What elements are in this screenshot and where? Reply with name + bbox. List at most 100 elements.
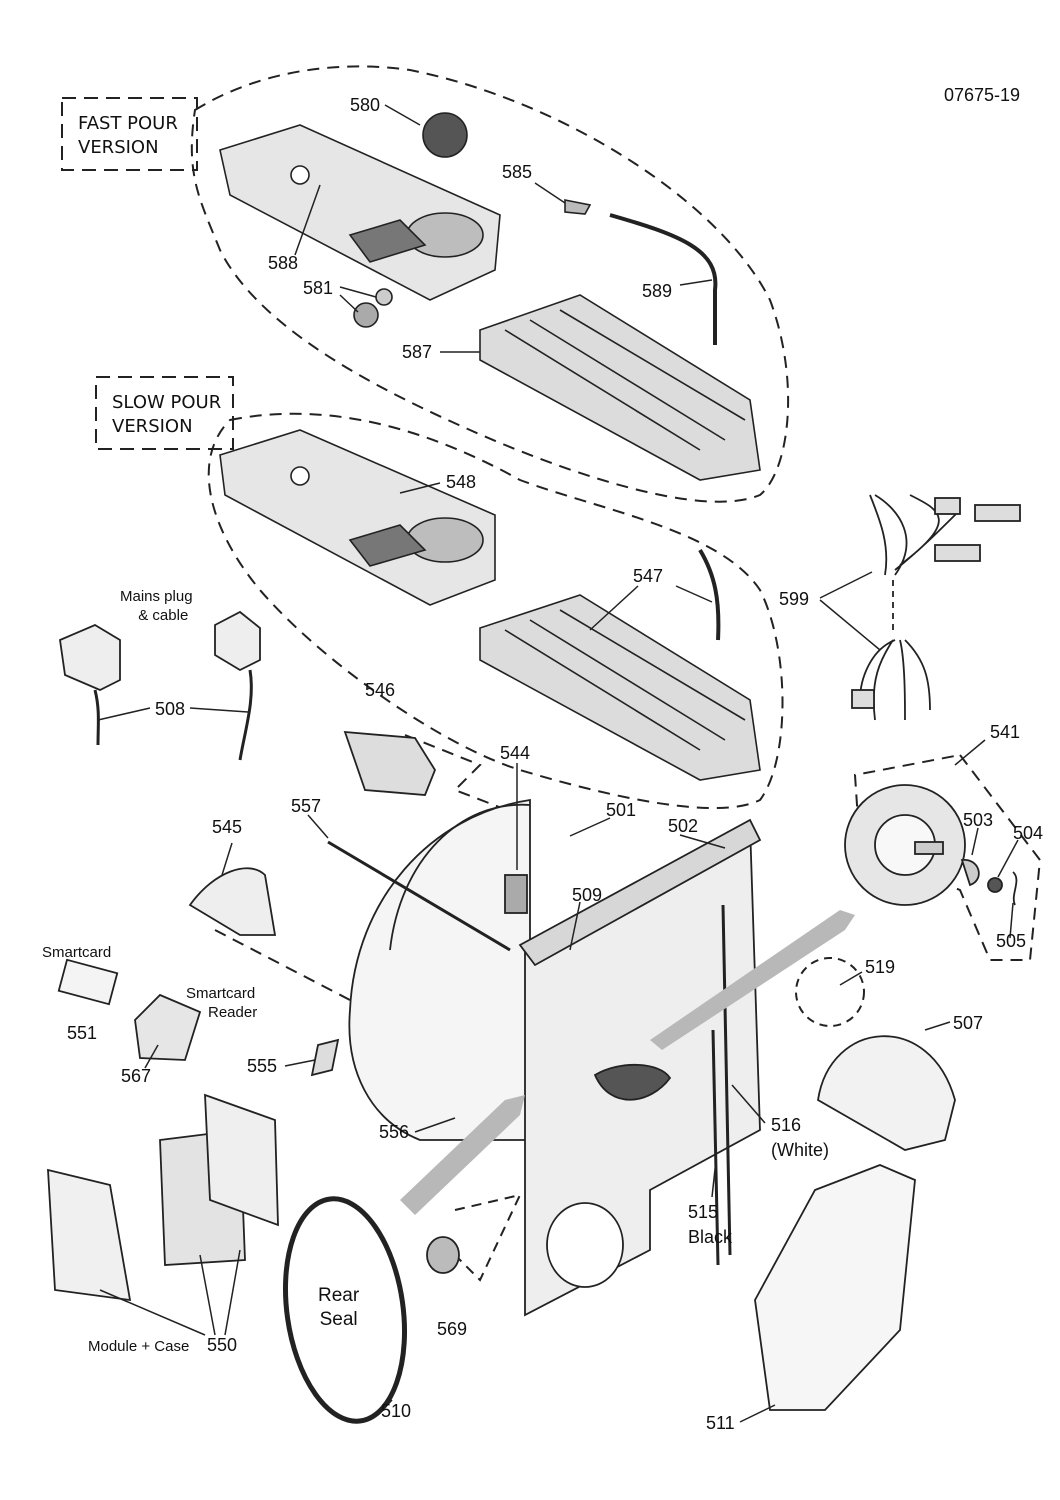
- harness-plug-3: [934, 544, 981, 562]
- leader-502: [679, 834, 726, 849]
- part-label-510: 510: [381, 1401, 412, 1421]
- part-546-cover: [343, 730, 437, 796]
- part-550-frame: [204, 1093, 279, 1227]
- rod-516: [721, 904, 732, 1256]
- leader-509: [569, 901, 581, 951]
- leader-501: [569, 817, 611, 837]
- drawing-reference: 07675-19: [944, 85, 1021, 105]
- leader-504: [997, 839, 1019, 878]
- mains-line1: Mains plug: [120, 588, 193, 605]
- part-544-bracket: [504, 874, 528, 914]
- part-567-reader: [134, 993, 202, 1061]
- part-label-556: 556: [379, 1122, 410, 1142]
- part-507-grille: [817, 1035, 956, 1151]
- part-510-rear-seal: [282, 1196, 408, 1424]
- part-label-541: 541: [990, 722, 1021, 742]
- slow-pour-line1: SLOW POUR: [112, 392, 222, 413]
- detergent-drawer-slow: [219, 429, 496, 606]
- leader-507: [924, 1021, 951, 1031]
- part-label-589: 589: [642, 281, 673, 301]
- leader-519: [839, 971, 863, 986]
- leader-555: [284, 1059, 316, 1067]
- leader-515: [711, 1159, 717, 1198]
- part-label-547: 547: [633, 566, 664, 586]
- motor-group-outline: [853, 753, 1042, 961]
- leader-547: [589, 585, 713, 631]
- part-547-hose: [698, 548, 721, 641]
- mains-cable-left: [93, 689, 100, 746]
- slow-pour-group-outline: [207, 412, 784, 809]
- part-569-pulley: [426, 1236, 460, 1274]
- part-505-hook: [1012, 871, 1018, 906]
- harness-plug-2: [974, 504, 1021, 522]
- leader-503: [971, 827, 979, 856]
- leader-511: [739, 1404, 776, 1423]
- harness-plug-4: [851, 689, 875, 709]
- leader-557: [307, 814, 329, 839]
- part-label-545: 545: [212, 817, 243, 837]
- part-589-hose: [609, 213, 718, 345]
- harness-plug-1: [934, 497, 961, 515]
- smartcard-dash: [214, 929, 351, 1001]
- part-511-duct: [754, 1164, 916, 1411]
- reader-line2: Reader: [208, 1003, 258, 1021]
- mains-cable-right: [238, 669, 253, 761]
- drawer-hole-fast: [290, 165, 310, 185]
- leader-548: [399, 482, 441, 494]
- part-581-knob: [353, 302, 379, 328]
- part-label-551: 551: [67, 1023, 98, 1043]
- part-label-569: 569: [437, 1319, 468, 1339]
- module-case-caption: Module + Case: [88, 1338, 190, 1355]
- back-panel-top: [518, 818, 762, 967]
- fast-pour-version-label: FAST POUR VERSION: [78, 112, 178, 161]
- leader-585: [534, 182, 566, 204]
- leader-508: [97, 707, 249, 721]
- part-label-503: 503: [963, 810, 994, 830]
- fast-pour-version-box: [61, 97, 198, 171]
- part-label-515: 515: [688, 1202, 719, 1222]
- part-label-581: 581: [303, 278, 334, 298]
- part-label-544: 544: [500, 743, 531, 763]
- part-label-599: 599: [779, 589, 810, 609]
- leader-545: [221, 842, 233, 876]
- part-503-washer: [960, 859, 980, 887]
- part-545-cover: [188, 867, 277, 936]
- part-555-strip: [310, 1038, 340, 1077]
- white-caption: (White): [771, 1140, 829, 1160]
- rear-seal-line1: Rear: [318, 1285, 360, 1306]
- part-label-507: 507: [953, 1013, 984, 1033]
- drawer-grill-fast: [348, 219, 427, 263]
- drawer-housing-fast: [479, 294, 761, 481]
- leader-567: [144, 1044, 159, 1069]
- mains-plug-caption: Mains plug & cable: [120, 588, 193, 626]
- part-label-567: 567: [121, 1066, 152, 1086]
- wiring-harness-bottom: [859, 639, 931, 721]
- part-label-548: 548: [446, 472, 477, 492]
- slow-pour-version-box: [95, 376, 234, 450]
- part-label-516: 516: [771, 1115, 802, 1135]
- leader-599: [819, 571, 881, 651]
- rear-seal-line2: Seal: [319, 1308, 358, 1330]
- part-label-585: 585: [502, 162, 533, 182]
- uk-mains-plug: [59, 623, 121, 691]
- leader-510: [377, 1399, 393, 1416]
- part-label-505: 505: [996, 931, 1027, 951]
- part-label-546: 546: [365, 680, 396, 700]
- part-label-555: 555: [247, 1056, 278, 1076]
- pulley-dash: [439, 1193, 522, 1282]
- smartcard-caption: Smartcard: [42, 944, 112, 961]
- part-550-module-case: [47, 1168, 132, 1302]
- drum-501: [348, 798, 531, 1141]
- part-581-float: [375, 288, 393, 306]
- part-label-580: 580: [350, 95, 381, 115]
- drawer-cup-slow: [406, 517, 484, 563]
- leader-556: [414, 1117, 456, 1133]
- housing-ribs-fast: [504, 309, 746, 451]
- drawer-grill-slow: [348, 524, 427, 567]
- leader-550: [99, 1249, 241, 1336]
- part-label-587: 587: [402, 342, 433, 362]
- eu-mains-plug: [214, 610, 261, 672]
- drawer-cup-fast: [406, 212, 484, 258]
- leader-589: [679, 279, 713, 286]
